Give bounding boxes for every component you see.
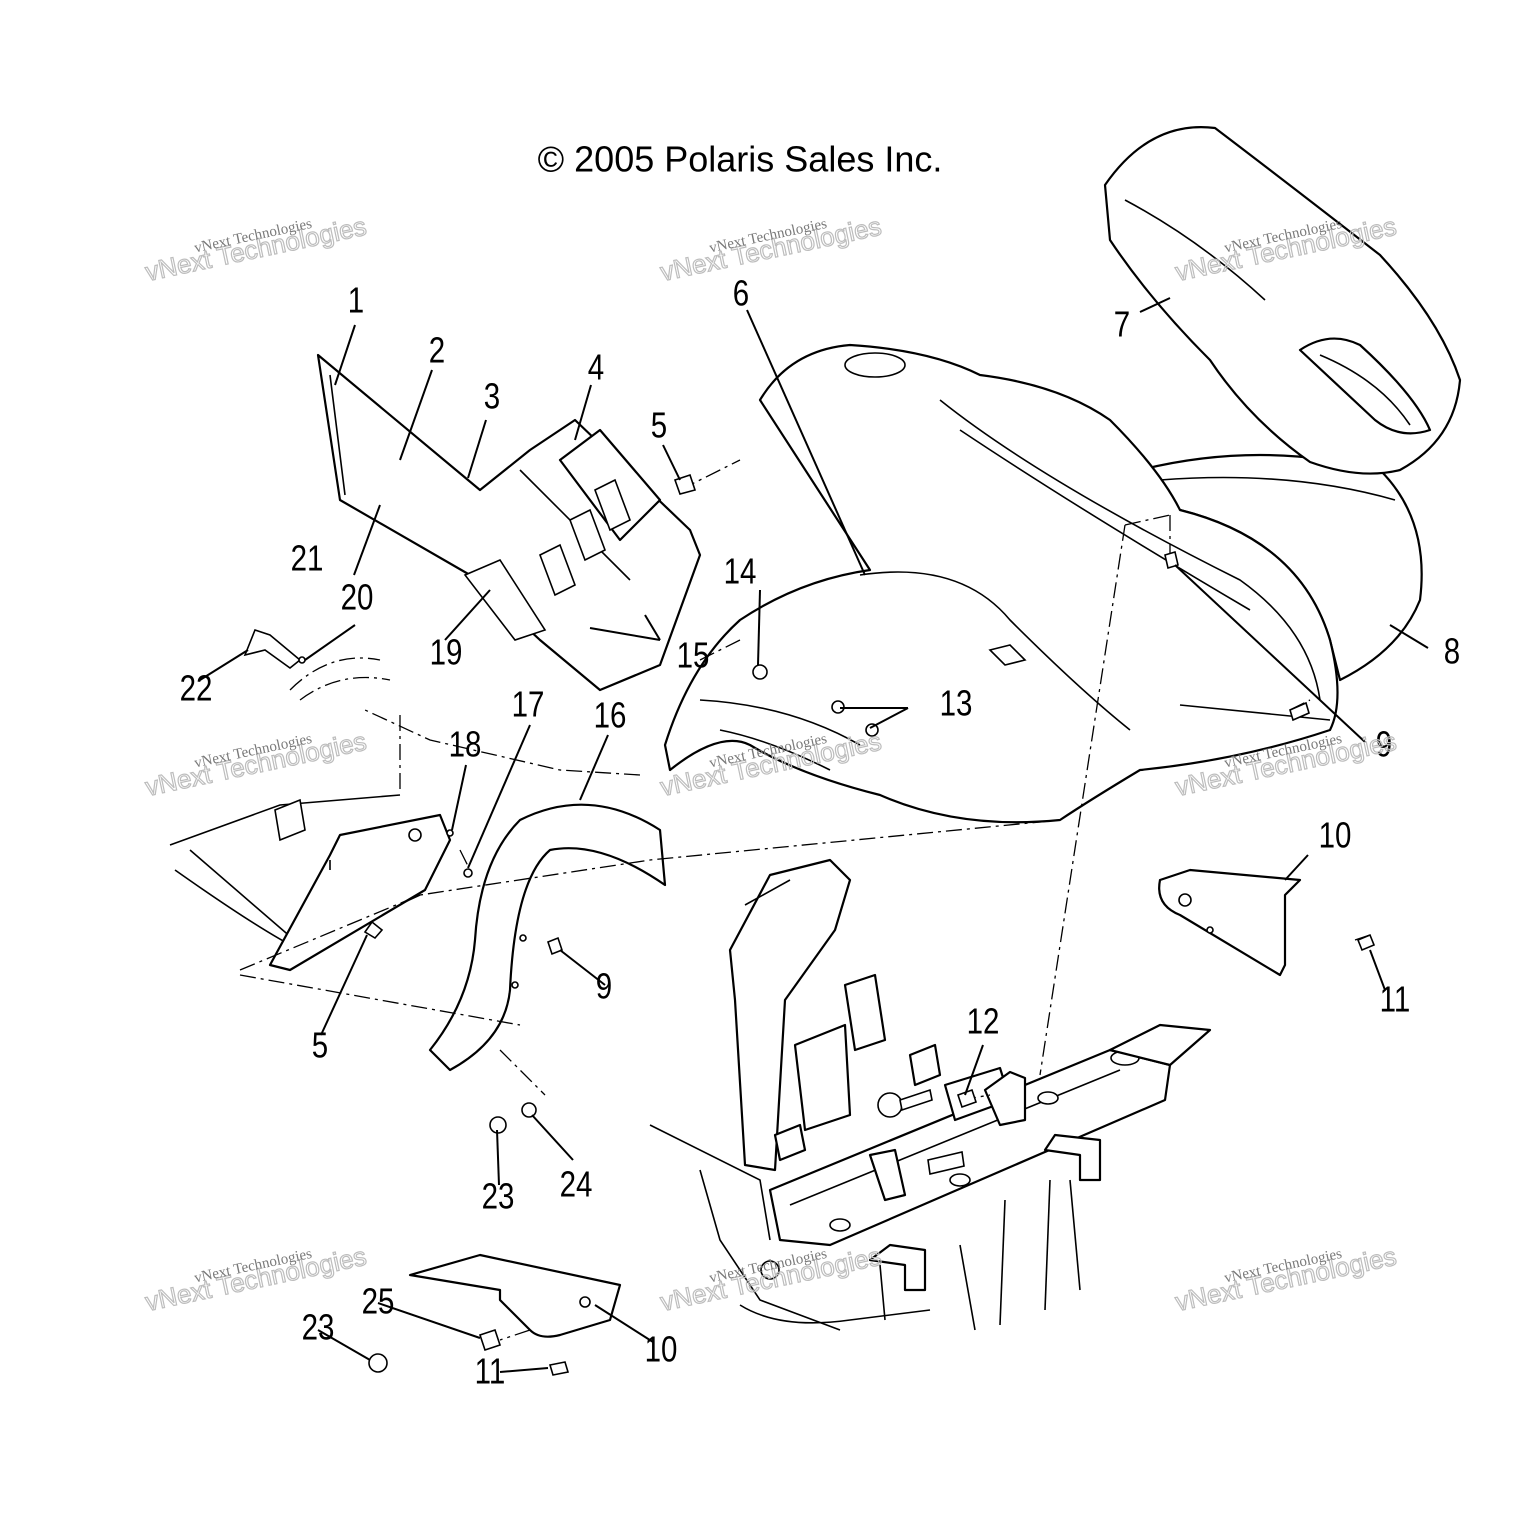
callout-6: 6 (733, 273, 749, 313)
watermark-outline: vNext Technologies (143, 726, 369, 802)
callout-1: 1 (348, 280, 364, 320)
copyright-text: © 2005 Polaris Sales Inc. (538, 139, 943, 180)
watermark-bottom-right: vNext Technologies vNext Technologies (1172, 1240, 1400, 1317)
callout-23-lower: 23 (302, 1307, 335, 1347)
callout-24: 24 (560, 1164, 593, 1204)
callout-11-lower: 11 (475, 1351, 506, 1391)
watermark-mid-left: vNext Technologies vNext Technologies (142, 725, 370, 802)
callout-3: 3 (484, 376, 500, 416)
fender-flare (428, 803, 667, 1072)
callout-17: 17 (512, 684, 545, 724)
callout-9-lower: 9 (596, 966, 612, 1006)
callout-labels: 1 2 3 4 5 5 6 7 8 9 9 10 10 11 11 12 13 … (180, 273, 1461, 1391)
callout-13: 13 (940, 683, 973, 723)
callout-12: 12 (967, 1001, 1000, 1041)
watermark-outline: vNext Technologies (658, 1241, 884, 1317)
callout-16: 16 (594, 695, 627, 735)
leader-lines (199, 297, 1429, 1373)
watermark-top-left: vNext Technologies vNext Technologies (142, 210, 370, 287)
callout-9-right: 9 (1376, 724, 1392, 764)
left-footrest (169, 657, 452, 972)
watermark-top-center: vNext Technologies vNext Technologies (657, 210, 885, 287)
watermark-outline: vNext Technologies (1173, 1241, 1399, 1317)
callout-23-upper: 23 (482, 1176, 515, 1216)
callout-22: 22 (180, 668, 213, 708)
callout-25: 25 (362, 1281, 395, 1321)
callout-15: 15 (677, 635, 710, 675)
seat (1103, 126, 1462, 475)
front-frame (649, 858, 1212, 1331)
callout-2: 2 (429, 330, 445, 370)
callout-7: 7 (1114, 304, 1130, 344)
callout-19: 19 (430, 632, 463, 672)
callout-5-lower: 5 (312, 1025, 328, 1065)
watermark-outline: vNext Technologies (658, 211, 884, 287)
callout-10-right: 10 (1319, 815, 1352, 855)
callout-5-upper: 5 (651, 405, 667, 445)
callout-11-right: 11 (1380, 979, 1411, 1019)
right-bracket (1158, 868, 1302, 977)
footwell-panel (316, 353, 702, 692)
lower-skid-bracket (408, 1253, 622, 1338)
callout-8: 8 (1444, 631, 1460, 671)
callout-21: 21 (291, 538, 324, 578)
watermark-outline: vNext Technologies (143, 211, 369, 287)
hardware (243, 473, 1376, 1376)
callout-20: 20 (341, 577, 374, 617)
callout-18: 18 (449, 724, 482, 764)
watermark-bottom-left: vNext Technologies vNext Technologies (142, 1240, 370, 1317)
callout-4: 4 (588, 347, 604, 387)
callout-14: 14 (724, 551, 757, 591)
callout-10-lower: 10 (645, 1329, 678, 1369)
watermark-outline: vNext Technologies (143, 1241, 369, 1317)
